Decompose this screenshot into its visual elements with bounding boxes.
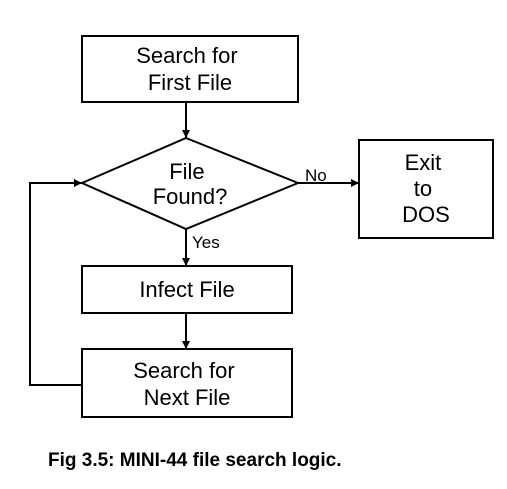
loop-back-arrow <box>29 179 82 386</box>
svg-text:Search for Next File: Search for Next File <box>133 358 241 410</box>
node-label-line: Infect File <box>139 277 234 302</box>
node-label-line: Search for <box>136 43 238 68</box>
svg-text:File Found?: File Found? <box>153 159 228 209</box>
node-label-line: File <box>169 159 204 184</box>
svg-text:Search for First File: Search for First File <box>136 43 244 95</box>
flowchart: Search for First File File Found? Exit t… <box>29 35 494 418</box>
node-label-line: Search for <box>133 358 235 383</box>
search-first-file-node: Search for First File <box>81 35 299 103</box>
yes-edge-label: Yes <box>192 233 220 252</box>
node-label-line: to <box>414 176 432 201</box>
node-label-line: First File <box>148 70 232 95</box>
infect-file-node: Infect File <box>81 265 293 314</box>
svg-text:Infect File: Infect File <box>139 277 234 302</box>
node-label-line: Exit <box>405 150 442 175</box>
file-found-decision-node: File Found? <box>79 136 301 231</box>
search-next-file-node: Search for Next File <box>81 348 293 418</box>
exit-to-dos-node: Exit to DOS <box>358 139 494 239</box>
no-edge-label: No <box>305 166 327 185</box>
figure-caption: Fig 3.5: MINI-44 file search logic. <box>48 450 342 471</box>
node-label-line: Next File <box>144 385 231 410</box>
svg-text:Exit to DOS: Exit to DOS <box>402 150 450 227</box>
node-label-line: DOS <box>402 202 450 227</box>
node-label-line: Found? <box>153 184 228 209</box>
